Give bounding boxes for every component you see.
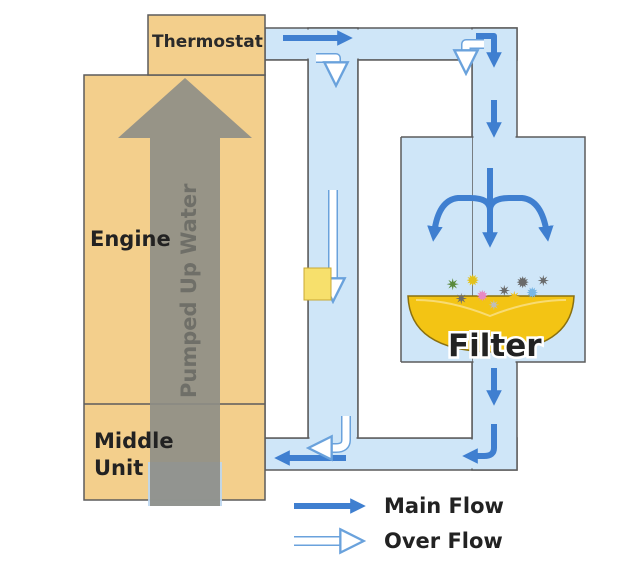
main-flow-arrow-filter-left: [427, 195, 493, 242]
svg-text:✷: ✷: [455, 290, 468, 308]
thermostat-label: Thermostat: [152, 32, 263, 52]
pipe-network: [264, 27, 586, 471]
middle-unit-label-line2: Unit: [94, 456, 143, 480]
bypass-valve: [303, 267, 332, 301]
svg-text:✷: ✷: [498, 282, 511, 300]
svg-text:✷: ✷: [488, 298, 500, 314]
legend: Main Flow Over Flow: [294, 494, 504, 553]
svg-text:✷: ✷: [508, 288, 521, 306]
main-flow-arrows: [274, 30, 554, 466]
left-cavity: [264, 59, 309, 439]
svg-text:✷: ✷: [446, 275, 459, 294]
over-flow-arrow-top: [316, 54, 336, 74]
svg-text:✹: ✹: [516, 273, 529, 292]
middle-unit-label-line1: Middle: [94, 429, 174, 453]
filter-label: Filter: [448, 328, 542, 364]
main-flow-arrow-bottom-right-corner: [462, 424, 497, 464]
svg-text:✷: ✷: [537, 272, 550, 290]
over-flow-arrow-top-right: [466, 40, 484, 62]
svg-text:✹: ✹: [466, 271, 479, 290]
main-flow-arrow-filter-right: [487, 195, 554, 242]
debris-particles: ✷ ✹ ✷ ✹ ✷ ✹ ✷ ✹ ✷ ✷: [446, 271, 550, 314]
over-flow-arrow-bottom: [320, 416, 350, 448]
thermostat-box: [147, 14, 266, 76]
filter-element: [407, 295, 575, 353]
pumped-up-water-arrow: [118, 78, 252, 506]
pumped-up-water-label: Pumped Up Water: [177, 183, 201, 398]
svg-text:✹: ✹: [476, 287, 489, 305]
over-flow-arrows: [316, 39, 484, 448]
main-flow-arrow-top-right-corner: [476, 33, 502, 68]
legend-main-flow-label: Main Flow: [384, 494, 504, 518]
svg-text:✹: ✹: [526, 284, 539, 302]
legend-over-flow-label: Over Flow: [384, 529, 503, 553]
engine-label: Engine: [90, 227, 171, 251]
